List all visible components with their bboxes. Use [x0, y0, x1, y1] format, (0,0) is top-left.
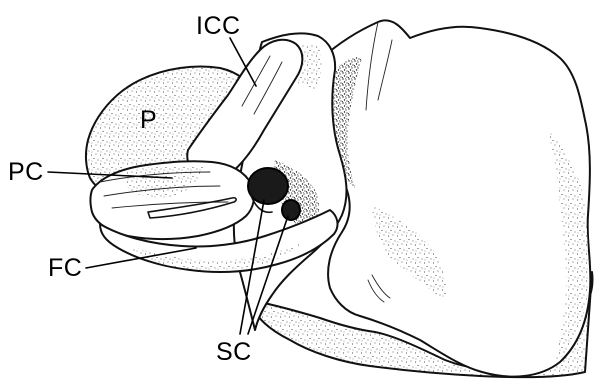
- label-sc: SC: [216, 338, 252, 366]
- label-icc: ICC: [196, 12, 241, 40]
- foramen-small: [282, 200, 300, 220]
- label-pc: PC: [8, 158, 44, 186]
- label-p: P: [140, 106, 157, 134]
- foramen-large: [248, 168, 288, 204]
- label-fc: FC: [48, 254, 82, 282]
